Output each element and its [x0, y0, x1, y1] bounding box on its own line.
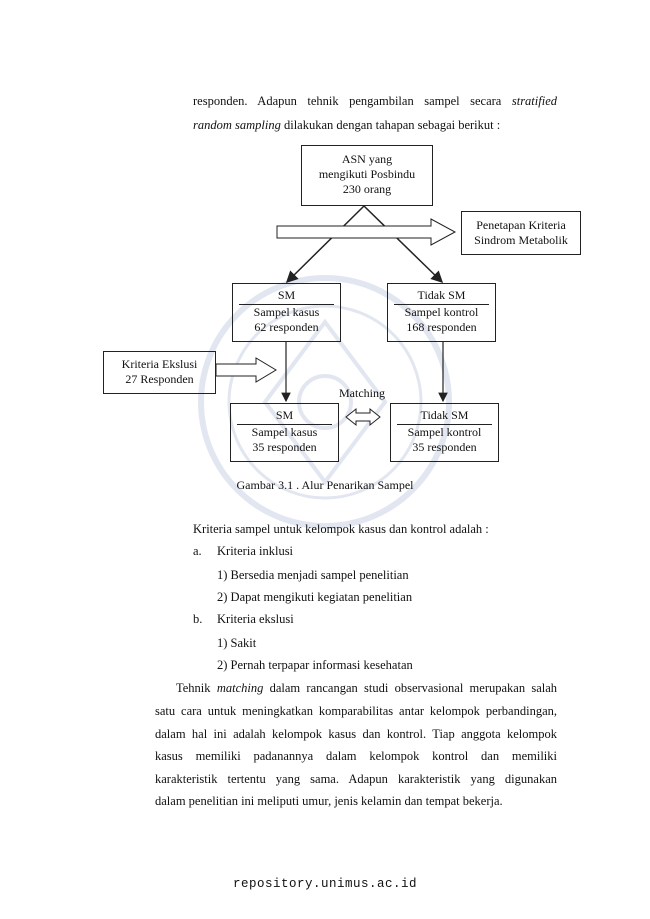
university-seal-watermark — [195, 272, 455, 537]
case-sample-line-2: 62 responden — [254, 320, 319, 334]
paragraph-line-5: karakteristik tertentu yang sama. Adapun… — [155, 772, 557, 786]
criteria-line-2: Sindrom Metabolik — [474, 233, 568, 247]
case-sample-box: SM Sampel kasus 62 responden — [232, 283, 341, 342]
matched-case-box: SM Sampel kasus 35 responden — [230, 403, 339, 462]
criteria-line-1: Penetapan Kriteria — [476, 218, 566, 232]
exclusion-item-1: 1) Sakit — [217, 636, 257, 650]
intro-line-2: random sampling dilakukan dengan tahapan… — [193, 118, 501, 132]
exclusion-marker: b. — [193, 612, 203, 626]
inclusion-item-2: 2) Dapat mengikuti kegiatan penelitian — [217, 590, 413, 604]
matched-case-title: SM — [237, 408, 332, 425]
population-box: ASN yang mengikuti Posbindu 230 orang — [301, 145, 433, 206]
control-sample-title: Tidak SM — [394, 288, 489, 305]
matched-control-title: Tidak SM — [397, 408, 492, 425]
matched-case-line-1: Sampel kasus — [251, 425, 318, 439]
paragraph-line-3: dalam hal ini adalah kelompok kasus dan … — [155, 727, 557, 741]
inclusion-marker: a. — [193, 544, 202, 558]
figure-caption: Gambar 3.1 . Alur Penarikan Sampel — [236, 478, 414, 492]
inclusion-item-1: 1) Bersedia menjadi sampel penelitian — [217, 568, 409, 582]
matched-control-line-1: Sampel kontrol — [407, 425, 482, 439]
control-sample-box: Tidak SM Sampel kontrol 168 responden — [387, 283, 496, 342]
case-sample-line-1: Sampel kasus — [253, 305, 320, 319]
intro-line-1: responden. Adapun tehnik pengambilan sam… — [193, 94, 558, 108]
criteria-box: Penetapan Kriteria Sindrom Metabolik — [461, 211, 581, 255]
paragraph-line-4: kasus memiliki padanannya dalam kelompok… — [155, 749, 557, 763]
control-sample-line-2: 168 responden — [406, 320, 477, 334]
repository-footer: repository.unimus.ac.id — [232, 877, 418, 891]
exclusion-title: Kriteria ekslusi — [217, 612, 294, 626]
matching-label: Matching — [339, 386, 385, 400]
population-line-2: mengikuti Posbindu — [318, 167, 416, 181]
inclusion-title: Kriteria inklusi — [217, 544, 294, 558]
paragraph-line-6: dalam penelitian ini meliputi umur, jeni… — [155, 794, 503, 808]
matched-control-line-2: 35 responden — [412, 440, 477, 454]
exclusion-item-2: 2) Pernah terpapar informasi kesehatan — [217, 658, 413, 672]
exclusion-line-1: Kriteria Ekslusi — [121, 357, 198, 371]
population-line-1: ASN yang — [341, 152, 393, 166]
exclusion-line-2: 27 Responden — [125, 372, 194, 386]
exclusion-box: Kriteria Ekslusi 27 Responden — [103, 351, 216, 394]
paragraph-line-1: Tehnik matching dalam rancangan studi ob… — [176, 681, 558, 695]
control-sample-line-1: Sampel kontrol — [404, 305, 479, 319]
paragraph-line-2: satu cara untuk meningkatkan komparabili… — [155, 704, 557, 718]
population-line-3: 230 orang — [342, 182, 392, 196]
matched-control-box: Tidak SM Sampel kontrol 35 responden — [390, 403, 499, 462]
matched-case-line-2: 35 responden — [252, 440, 317, 454]
case-sample-title: SM — [239, 288, 334, 305]
criteria-intro: Kriteria sampel untuk kelompok kasus dan… — [193, 522, 489, 536]
